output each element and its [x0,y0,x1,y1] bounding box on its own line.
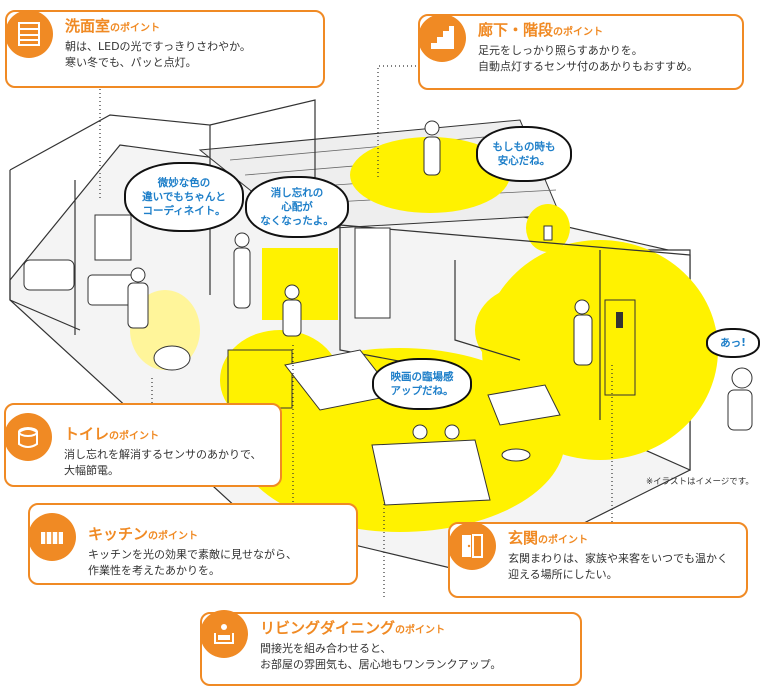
kitchen-utensils-icon [28,513,76,561]
visitor-head [731,367,753,389]
bubble-emergency: もしもの時も 安心だね。 [476,126,572,182]
card-kitchen: キッチンのポイント キッチンを光の効果で素敵に見せながら、作業性を考えたあかりを… [28,503,358,585]
card-hallway-body: 足元をしっかり照らすあかりを。自動点灯するセンサ付のあかりもおすすめ。 [478,44,698,73]
closet-door [354,227,391,319]
person-sofa-1-head [412,424,428,440]
bubble-movie: 映画の臨場感 アップだね。 [372,358,472,410]
disclaimer-note: ※イラストはイメージです。 [646,477,754,487]
sofa [371,439,491,506]
entrance-door [604,299,636,396]
ceiling-edge [339,224,691,256]
wall-lamp [543,225,553,241]
stairs-icon [418,14,466,62]
card-living: リビングダイニングのポイント 間接光を組み合わせると、お部屋の雰囲気も、居心地も… [200,610,582,686]
person-washroom-body [127,282,149,329]
bubble-forgot: 消し忘れの 心配が なくなったよ。 [245,176,349,238]
card-living-body: 間接光を組み合わせると、お部屋の雰囲気も、居心地もワンランクアップ。 [260,642,502,671]
kitchen-counter [227,349,293,409]
toilet-bowl [153,345,191,371]
card-kitchen-title: キッチンのポイント [88,525,199,543]
kitchen-partition [339,225,421,366]
toilet-paper-icon [4,413,52,461]
card-hallway: 廊下・階段のポイント 足元をしっかり照らすあかりを。自動点灯するセンサ付のあかり… [418,14,744,90]
person-hall-head [424,120,440,136]
person-entrance-head [574,299,590,315]
mirror [94,214,132,261]
dog [501,448,531,462]
card-entrance: 玄関のポイント 玄関まわりは、家族や来客をいつでも温かく迎える場所にしたい。 [448,522,748,598]
bathroom-front-wall [9,170,81,331]
window-blind-icon [5,10,53,58]
bubble-ah: あっ! [706,328,760,358]
card-entrance-title: 玄関のポイント [508,529,589,547]
card-toilet: トイレのポイント 消し忘れを解消するセンサのあかりで、大幅節電。 [4,403,282,487]
card-living-title: リビングダイニングのポイント [260,619,446,637]
bathtub [23,259,75,291]
person-kitchen-body [282,299,302,337]
door-sensor [616,312,623,328]
bubble-color-diff: 微妙な色の 違いでもちゃんと コーディネイト。 [124,162,244,232]
armchair-person-icon [200,610,248,658]
light-pool-tv [475,285,585,375]
card-washroom-title: 洗面室のポイント [65,17,161,35]
tv-shelf [487,384,561,426]
person-washroom-head [130,267,146,283]
front-door-icon [448,522,496,570]
person-hall-body [423,136,441,176]
person-entrance-body [573,314,593,366]
card-washroom-body: 朝は、LEDの光ですっきりさわやか。寒い冬でも、パッと点灯。 [65,40,251,69]
card-kitchen-body: キッチンを光の効果で素敵に見せながら、作業性を考えたあかりを。 [88,548,297,577]
card-hallway-title: 廊下・階段のポイント [478,21,604,39]
card-washroom: 洗面室のポイント 朝は、LEDの光ですっきりさわやか。寒い冬でも、パッと点灯。 [5,10,325,88]
person-kitchen-head [284,284,300,300]
card-toilet-body: 消し忘れを解消するセンサのあかりで、大幅節電。 [64,448,262,477]
person-corridor-head [234,232,250,248]
card-toilet-title: トイレのポイント [64,425,160,443]
visitor-body [727,389,753,431]
person-sofa-2-head [444,424,460,440]
card-entrance-body: 玄関まわりは、家族や来客をいつでも温かく迎える場所にしたい。 [508,552,728,581]
living-partition [454,260,521,361]
person-corridor-body [233,247,251,309]
